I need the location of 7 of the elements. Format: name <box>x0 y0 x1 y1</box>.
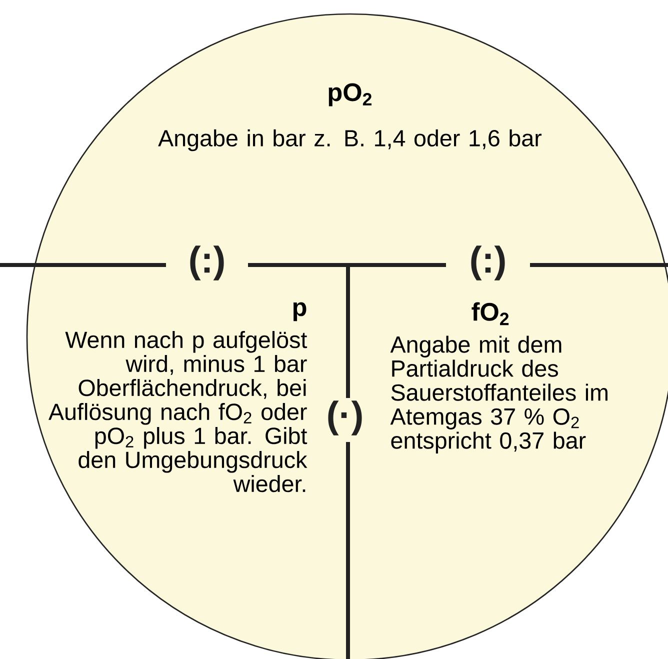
operator-symbol: (:) <box>190 246 224 280</box>
text-section: pO$_{2}$ Angabe in bar z. B. 1,4 oder 1,6 bar <box>158 83 542 152</box>
text-section: p Wenn nach p aufgelöst wird, minus 1 bar Oberflächendruck, bei Auflösung nach fO$_{2}$ oder pO$_{2}$ plus 1 bar. Gibt den Umgebungsdruck wieder. <box>48 302 308 492</box>
text-section: fO$_{2}$ Angabe mit dem Partialdruck des Sauerstoffanteiles im Atemgas 37 % O$_{2}$ entspricht 0,37 bar <box>390 302 608 454</box>
circle-diagram <box>26 13 668 659</box>
operator-symbol: (·) <box>328 400 362 436</box>
operator-symbol: (:) <box>471 246 505 280</box>
